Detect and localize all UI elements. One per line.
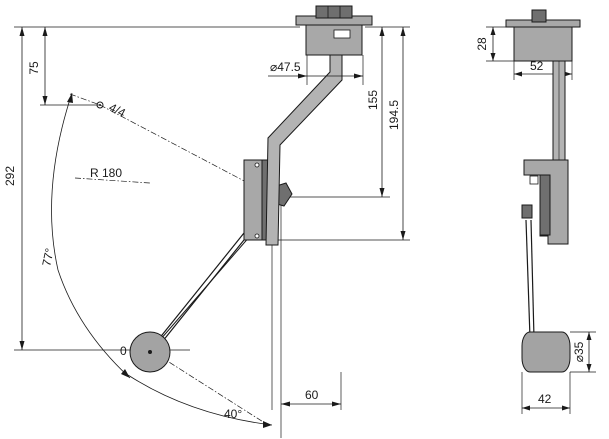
radius-leader-line (74, 177, 151, 184)
angle-arc-40 (127, 374, 273, 426)
arrowhead (332, 401, 341, 407)
float-center (148, 350, 152, 354)
full-position-center (99, 104, 101, 106)
arrowhead (42, 27, 48, 36)
dimension-label-42: 42 (538, 392, 552, 406)
dimension-label-194-5: 194.5 (387, 100, 401, 130)
side-view: 28 52 ⌀35 42 (475, 9, 596, 414)
front-view: 292 75 4/4 R 180 77° 0 40° (3, 5, 410, 438)
side-bracket-notch (529, 175, 539, 185)
arrowhead (490, 53, 496, 61)
dimension-label-52: 52 (530, 59, 544, 73)
arrowhead (19, 27, 25, 36)
arrowhead (586, 332, 592, 340)
arrowhead (400, 27, 406, 36)
dimension-label-292: 292 (3, 166, 17, 186)
dimension-label-47-5: ⌀47.5 (270, 60, 301, 74)
arrowhead (562, 405, 570, 411)
angle-label-40: 40° (224, 407, 242, 421)
arrowhead (379, 27, 385, 36)
rivet (254, 162, 260, 168)
dimension-label-35: ⌀35 (572, 341, 586, 362)
arrowhead (42, 96, 48, 105)
arrowhead (19, 341, 25, 350)
dimension-label-28: 28 (475, 37, 489, 51)
side-connector (531, 9, 547, 23)
dimension-label-60: 60 (305, 388, 319, 402)
rivet (254, 233, 260, 239)
side-float (521, 331, 571, 373)
arrowhead (522, 405, 530, 411)
full-arm-centerline-extension (69, 93, 101, 106)
arrowhead (281, 401, 290, 407)
arrowhead (121, 369, 130, 378)
full-position-label: 4/4 (107, 100, 129, 120)
full-position-marker (96, 101, 104, 109)
float-travel-arc (51, 92, 131, 379)
angle-label-77: 77° (39, 247, 57, 268)
float-arm-rod (149, 227, 249, 351)
dimension-label-75: 75 (27, 61, 41, 75)
arrowhead (263, 421, 272, 428)
side-float-arm (530, 219, 535, 339)
arrowhead (298, 73, 307, 79)
side-float-arm (525, 219, 531, 339)
sender-head (305, 24, 363, 56)
empty-position-label: 0 (120, 344, 127, 358)
arrowhead (586, 364, 592, 372)
radius-label: R 180 (90, 166, 122, 180)
arrowhead (514, 71, 522, 77)
connector-housing (315, 5, 353, 19)
side-bracket-edge (539, 174, 551, 236)
head-window (333, 29, 351, 39)
dimension-label-155: 155 (366, 90, 380, 110)
arrowhead (354, 73, 363, 79)
arrowhead (490, 27, 496, 35)
arrowhead (400, 231, 406, 240)
side-sender-head (513, 26, 573, 62)
arrowhead (379, 188, 385, 197)
arrowhead (67, 93, 73, 103)
empty-arm-centerline (149, 349, 269, 426)
arrowhead (564, 71, 572, 77)
sender-tube (265, 54, 343, 246)
full-arm-centerline (99, 104, 249, 184)
side-pivot-clip (521, 204, 533, 219)
